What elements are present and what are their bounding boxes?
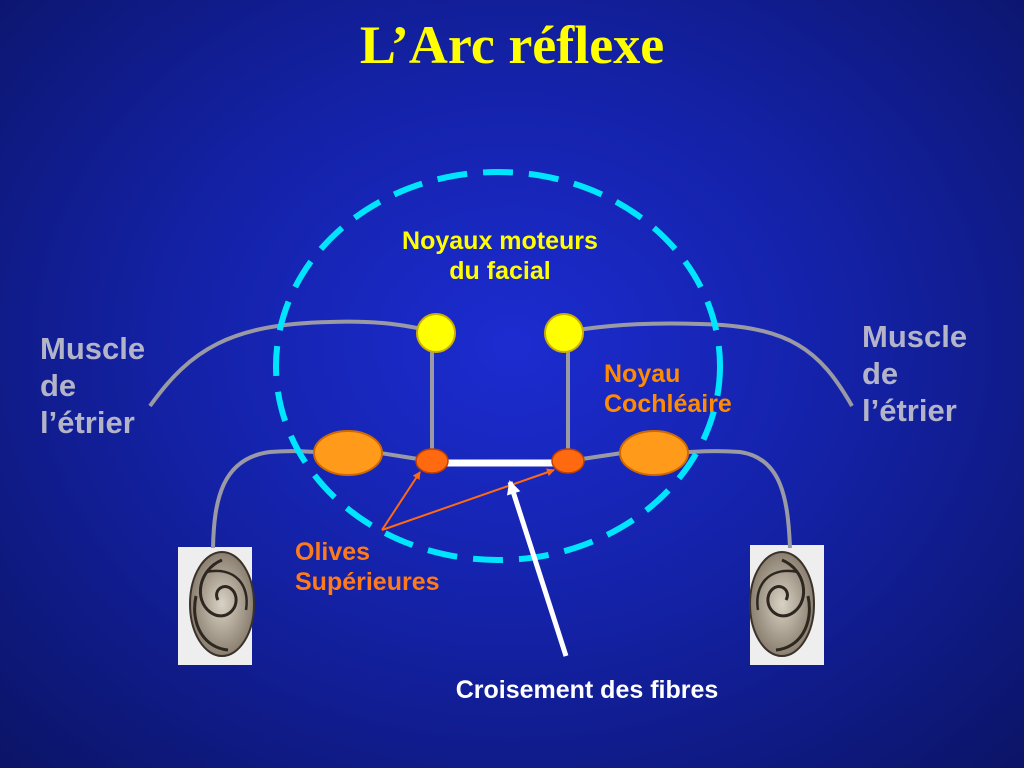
muscle-label-right: Muscle de l’étrier (862, 318, 967, 430)
muscle-label-right-line: Muscle (862, 319, 968, 354)
muscle-label-right-line: de (862, 356, 899, 392)
left-cochlear-nerve (211, 449, 319, 549)
facial-nuclei-label-line: Noyaux moteurs (402, 227, 598, 255)
left-cochlea-icon (178, 547, 255, 665)
left-facial-motor-nucleus (416, 313, 456, 353)
muscle-label-left-line: l’étrier (40, 405, 135, 441)
cochlear-nucleus-label-line: Cochléaire (604, 390, 732, 418)
facial-nuclei-label-line: du facial (449, 257, 551, 285)
facial-nuclei-label: Noyaux moteurs du facial (340, 226, 660, 286)
right-cochlear-olive-link (581, 451, 623, 461)
superior-olives-label-line: Olives (295, 538, 371, 566)
right-facial-nerve (563, 321, 854, 407)
left-cochlear-olive-link (379, 451, 419, 461)
right-facial-motor-nucleus (544, 313, 584, 353)
cochlear-nucleus-label: Noyau Cochléaire (604, 359, 732, 419)
right-cochlear-nucleus (619, 430, 689, 476)
right-cochlear-nerve (685, 449, 792, 549)
superior-olives-label: Olives Supérieures (295, 537, 440, 597)
right-cochlea-icon (749, 545, 824, 665)
crossing-pointer-arrow (507, 480, 569, 657)
slide-title: L’Arc réflexe (359, 15, 665, 75)
nerve-pathways (148, 319, 854, 549)
right-superior-olive (551, 448, 585, 474)
left-facial-nerve (148, 319, 437, 408)
superior-olives-label-line: Supérieures (295, 568, 440, 596)
cochlear-nucleus-label-line: Noyau (604, 360, 681, 388)
muscle-label-right-line: l’étrier (862, 393, 957, 429)
brainstem-dashed-circle (273, 169, 723, 563)
left-superior-olive (415, 448, 449, 474)
fiber-crossing-label: Croisement des fibres (455, 676, 719, 704)
olives-pointer-arrows (381, 468, 555, 531)
muscle-label-left-line: de (40, 368, 77, 404)
left-cochlear-nucleus (313, 430, 383, 476)
muscle-label-left-line: Muscle (40, 331, 146, 366)
muscle-label-left: Muscle de l’étrier (40, 330, 145, 442)
